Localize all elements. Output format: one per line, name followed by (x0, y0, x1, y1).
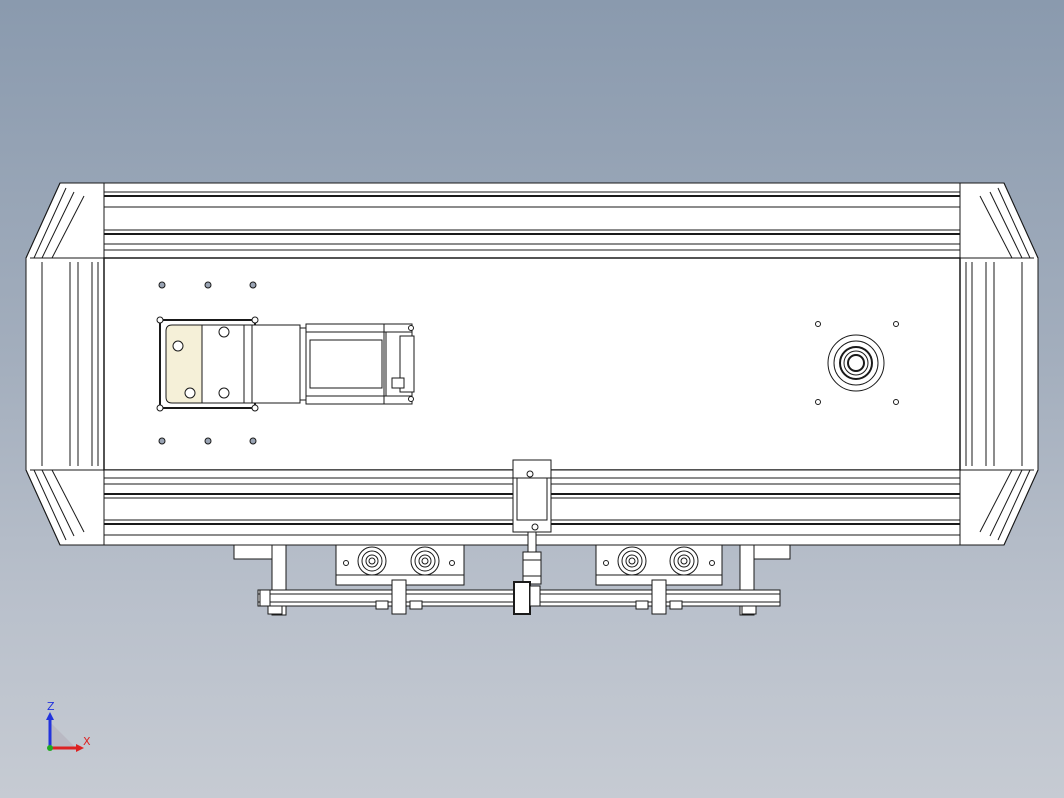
right-end-cap (959, 182, 1039, 546)
z-axis-arrowhead (46, 712, 54, 720)
mounting-holes-left (158, 281, 257, 445)
left-end-cap (25, 182, 105, 546)
sensor-block-left (335, 544, 465, 586)
conveyor-assembly (25, 182, 1039, 616)
idler-bearing (815, 321, 899, 405)
x-axis-label: X (83, 735, 91, 748)
z-axis-label: Z (47, 700, 55, 713)
top-rail (103, 182, 961, 259)
y-axis-origin (47, 745, 53, 751)
sensor-block-right (595, 544, 723, 586)
center-adjuster (513, 531, 542, 615)
center-bracket (512, 459, 552, 533)
x-axis-arrowhead (76, 744, 84, 752)
xz-plane-indicator (50, 722, 76, 748)
coordinate-triad: Z X (46, 700, 91, 752)
servo-motor (156, 316, 415, 412)
